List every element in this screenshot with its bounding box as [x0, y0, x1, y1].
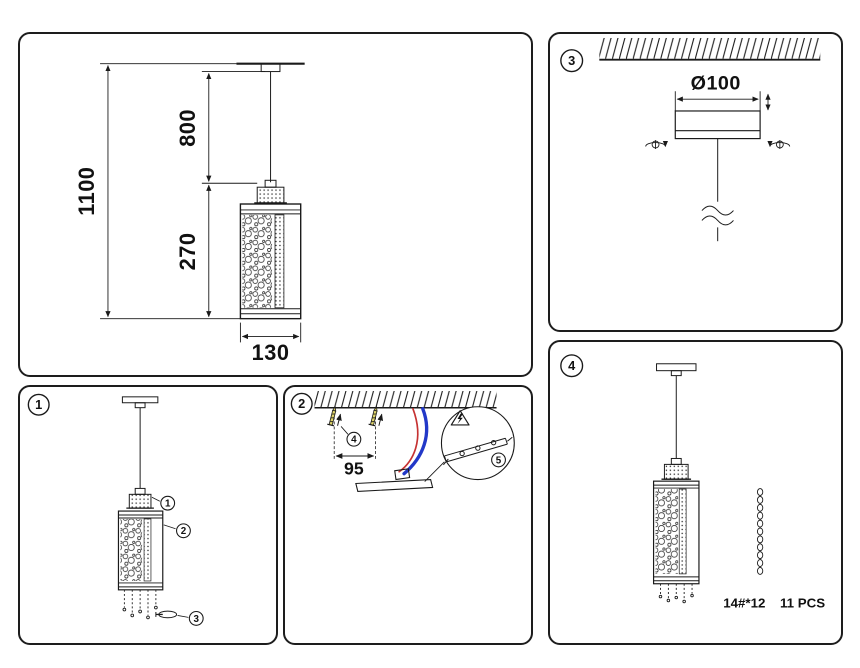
callout-1-label: 1 [165, 499, 171, 510]
bubble-glass-pattern [242, 214, 273, 308]
wire-connector-detail [443, 436, 513, 466]
callout-3-label: 3 [194, 614, 200, 625]
wire-blue [402, 407, 429, 476]
inner-tube [678, 488, 687, 575]
callout-3: 3 [177, 610, 204, 626]
wire-red [398, 407, 419, 473]
socket-neck [134, 487, 146, 495]
high-voltage-warning-icon [450, 410, 470, 426]
dimension-lines [100, 63, 302, 343]
lamp-socket [128, 493, 152, 509]
panel-overview-dimensions: 1100 800 270 130 [18, 32, 533, 377]
lamp-shade [117, 510, 164, 591]
callout-4: 4 [340, 426, 362, 447]
dim-shade-width: 130 [252, 340, 290, 365]
chain-spec: 14#*12 [723, 595, 765, 610]
dim-total-height: 1100 [74, 167, 99, 216]
inner-tube [143, 518, 152, 582]
lamp-socket [663, 463, 689, 480]
callout-4-label: 4 [351, 435, 357, 446]
callout-1: 1 [151, 495, 176, 511]
dim-cord-height: 800 [175, 109, 200, 147]
pendant-lamp-drawing [236, 62, 305, 320]
canopy-plate [355, 468, 434, 492]
mounting-plate [674, 110, 761, 140]
callout-2-label: 2 [181, 526, 187, 537]
side-screw-right [767, 140, 791, 149]
bead-strands [658, 583, 694, 604]
socket-neck [670, 457, 682, 465]
plate-dimension [674, 91, 771, 111]
panel-number-badge: 2 [290, 392, 313, 415]
lamp-socket [256, 186, 285, 204]
ceiling-hatch [314, 391, 497, 409]
panel-number-badge: 1 [27, 393, 50, 416]
dim-plate-diameter: Ø100 [691, 72, 741, 94]
lamp-drawing [652, 363, 700, 585]
side-screw-left [645, 140, 669, 149]
panel-number: 4 [568, 358, 576, 373]
callout-5-label: 5 [496, 455, 502, 466]
panel-4-assembly: 4 [548, 340, 843, 645]
hanging-wire-break [701, 138, 734, 242]
panel-number: 2 [298, 396, 305, 411]
canopy [656, 363, 697, 372]
bubble-glass-pattern [120, 518, 143, 581]
chain-qty: 11 PCS [780, 595, 825, 610]
hole-spacing-dimension [333, 416, 376, 460]
panel-number-badge: 4 [560, 354, 584, 378]
ceiling-hatch [599, 37, 821, 61]
panel-2-wiring: 2 [283, 385, 533, 645]
anchor-screw-left [327, 405, 342, 427]
canopy [260, 63, 281, 73]
detail-leader [424, 461, 445, 482]
panel-1-parts: 1 [18, 385, 278, 645]
panel-3-ceiling-mount: 3 Ø100 [548, 32, 843, 332]
dim-hole-spacing: 95 [344, 459, 364, 479]
finial-screw-icon [155, 610, 178, 619]
lamp-drawing [117, 396, 164, 591]
bead-strands [122, 589, 158, 620]
lamp-shade [239, 203, 302, 320]
canopy [121, 396, 159, 404]
panel-number-badge: 3 [560, 49, 584, 73]
panel-number: 1 [35, 397, 42, 412]
callout-5: 5 [491, 452, 506, 468]
bubble-glass-pattern [655, 489, 679, 574]
inner-tube [274, 214, 285, 309]
detail-circle: 5 [440, 406, 515, 481]
callout-2: 2 [163, 523, 191, 539]
dim-shade-height: 270 [175, 233, 200, 271]
panel-number: 3 [568, 53, 575, 68]
crystal-chain [757, 488, 764, 575]
